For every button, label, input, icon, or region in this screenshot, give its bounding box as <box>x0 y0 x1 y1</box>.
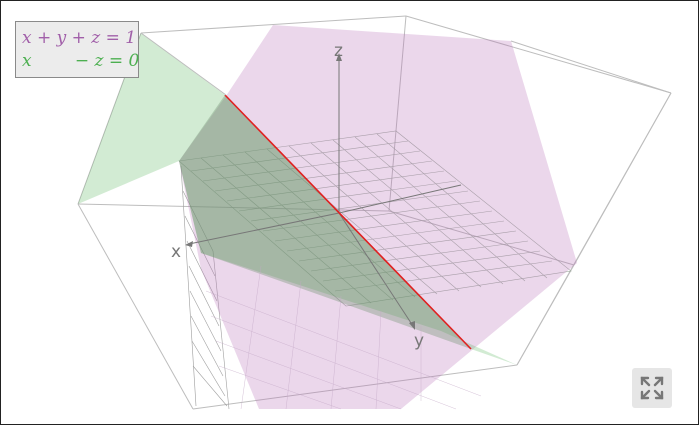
x-axis <box>188 212 340 245</box>
intersection-line <box>224 94 472 350</box>
grid-wall <box>180 165 230 410</box>
plane-overlap <box>179 95 471 349</box>
axes <box>185 53 462 330</box>
y-axis-label: y <box>414 331 424 351</box>
fullscreen-button[interactable] <box>632 368 672 408</box>
equation-legend: x + y + z = 1 x − z = 0 <box>15 21 139 78</box>
grid-floor <box>178 130 572 307</box>
z-axis-label: z <box>334 41 343 61</box>
plane-x-minus-z <box>78 33 517 365</box>
equation-plane-1: x + y + z = 1 <box>22 28 137 48</box>
equation-plane-2: x − z = 0 <box>22 51 140 71</box>
y-axis <box>338 212 414 327</box>
bounding-box-front <box>140 32 672 96</box>
plane-grid <box>205 265 482 410</box>
x-axis-label: x <box>171 242 181 262</box>
fullscreen-expand-icon <box>640 376 664 400</box>
plane-x-plus-y-plus-z <box>179 25 577 409</box>
